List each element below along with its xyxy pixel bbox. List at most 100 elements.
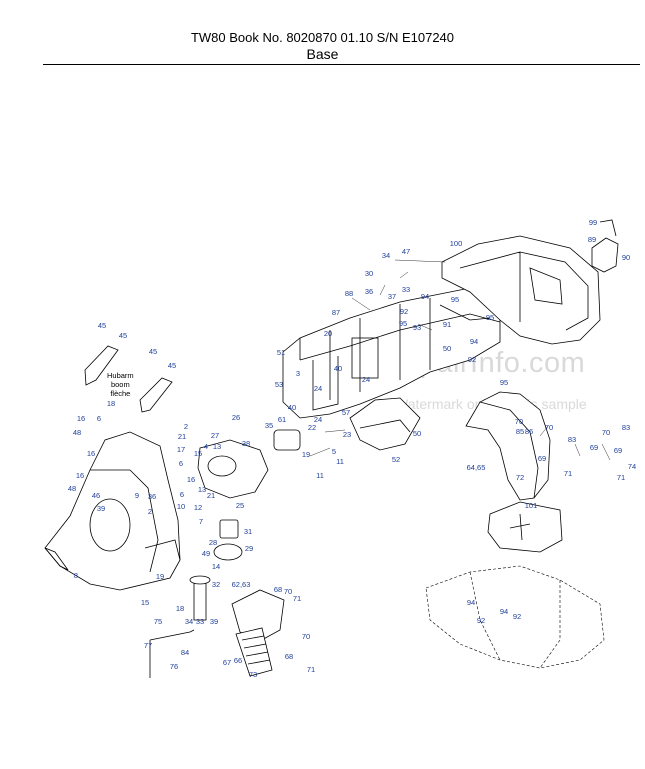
part-callout-c11a: 11 (336, 457, 344, 466)
part-callout-c16a: 16 (76, 414, 86, 423)
cover-plate-drawing (231, 589, 285, 677)
part-callout-c29: 29 (244, 544, 254, 553)
part-callout-c101: 101 (524, 501, 538, 510)
part-callout-c50a: 50 (442, 344, 452, 353)
part-callout-c71c: 71 (292, 594, 302, 603)
part-callout-c88: 88 (344, 289, 354, 298)
part-callout-c94a: 94 (420, 292, 430, 301)
part-callout-c21b: 21 (206, 491, 216, 500)
part-callout-c5: 5 (331, 447, 337, 456)
part-callout-c92c: 92 (476, 616, 486, 625)
part-callout-c70a: 70 (514, 417, 524, 426)
part-callout-c25: 25 (235, 501, 245, 510)
part-callout-c47: 47 (401, 247, 411, 256)
part-callout-c39b: 39 (209, 617, 219, 626)
part-callout-c95b: 95 (398, 319, 408, 328)
part-callout-c45c: 45 (148, 347, 158, 356)
part-callout-c2a: 2 (183, 422, 189, 431)
part-callout-c94c: 94 (466, 598, 476, 607)
part-callout-c2b: 2 (147, 507, 153, 516)
part-callout-c90: 90 (621, 253, 631, 262)
part-callout-c75: 75 (153, 617, 163, 626)
part-callout-c15a: 15 (193, 449, 203, 458)
part-callout-c77: 77 (143, 641, 153, 650)
part-callout-c45b: 45 (118, 331, 128, 340)
part-callout-c95a: 95 (450, 295, 460, 304)
part-callout-c18b: 18 (175, 604, 185, 613)
part-callout-c85: 85 (515, 427, 525, 436)
part-callout-c24b: 24 (313, 384, 323, 393)
part-callout-c16d: 16 (186, 475, 196, 484)
part-callout-c7: 7 (198, 517, 204, 526)
part-callout-c73: 73 (248, 670, 258, 679)
boom-link-drawing (84, 345, 173, 413)
fender-drawing (465, 391, 551, 501)
part-callout-c71d: 71 (306, 665, 316, 674)
part-callout-c66: 66 (233, 656, 243, 665)
upper-frame-drawing (282, 287, 501, 419)
part-callout-c92d: 92 (512, 612, 522, 621)
boom-label: Hubarm boom flèche (107, 371, 134, 398)
part-callout-c35: 35 (264, 421, 274, 430)
part-callout-c40: 40 (333, 364, 343, 373)
part-callout-c99: 99 (588, 218, 598, 227)
part-callout-c84: 84 (180, 648, 190, 657)
part-callout-c49: 49 (201, 549, 211, 558)
part-callout-c16b: 16 (86, 449, 96, 458)
part-callout-c52: 52 (391, 455, 401, 464)
boom-label-en: boom (110, 380, 130, 389)
part-callout-c20: 20 (323, 329, 333, 338)
part-callout-c8: 8 (73, 571, 79, 580)
part-callout-c70d: 70 (283, 587, 293, 596)
part-callout-c69a: 69 (537, 454, 547, 463)
cap-assembly-drawing (591, 219, 619, 273)
part-callout-c70e: 70 (301, 632, 311, 641)
part-callout-c23: 23 (342, 430, 352, 439)
part-callout-c27: 27 (210, 431, 220, 440)
part-callout-c68a: 68 (273, 585, 283, 594)
part-callout-c74: 74 (627, 462, 637, 471)
part-callout-c12: 12 (193, 503, 203, 512)
part-callout-c70c: 70 (601, 428, 611, 437)
swivel-pin-drawing (189, 575, 211, 621)
part-callout-c38: 38 (241, 439, 251, 448)
part-callout-c95d: 95 (499, 378, 509, 387)
part-callout-c21a: 21 (177, 432, 187, 441)
part-callout-c48a: 48 (72, 428, 82, 437)
part-callout-c30: 30 (364, 269, 374, 278)
part-callout-c87: 87 (331, 308, 341, 317)
part-callout-c48b: 48 (67, 484, 77, 493)
part-callout-c34a: 34 (381, 251, 391, 260)
base-casting-drawing (44, 431, 181, 591)
part-callout-c22: 22 (307, 423, 317, 432)
boom-label-fr: flèche (110, 389, 131, 398)
part-callout-c72: 72 (515, 473, 525, 482)
part-callout-c31: 31 (243, 527, 253, 536)
part-callout-c33: 33 (401, 285, 411, 294)
part-callout-c3: 3 (295, 369, 301, 378)
step-bracket-drawing (349, 397, 421, 451)
part-callout-c50b: 50 (412, 429, 422, 438)
part-callout-c76: 76 (169, 662, 179, 671)
part-callout-c32: 32 (211, 580, 221, 589)
part-callout-c93: 93 (412, 323, 422, 332)
part-callout-c19b: 19 (155, 572, 165, 581)
part-callout-c100: 100 (449, 239, 463, 248)
part-callout-c57: 57 (341, 408, 351, 417)
page-title: TW80 Book No. 8020870 01.10 S/N E107240 (190, 30, 455, 45)
part-callout-c45a: 45 (97, 321, 107, 330)
page-subtitle: Base (306, 46, 339, 62)
part-callout-c83a: 83 (567, 435, 577, 444)
boom-label-de: Hubarm (107, 371, 134, 380)
chassis-outline-drawing (425, 501, 605, 669)
part-callout-c10: 10 (176, 502, 186, 511)
part-callout-c24a: 24 (361, 375, 371, 384)
part-callout-c51: 51 (276, 348, 286, 357)
part-callout-c53: 53 (274, 380, 284, 389)
part-callout-c39: 39 (96, 504, 106, 513)
part-callout-c71b: 71 (616, 473, 626, 482)
part-callout-c86: 86 (524, 427, 534, 436)
leader-lines (309, 259, 611, 461)
swivel-joint-drawing (197, 429, 301, 561)
